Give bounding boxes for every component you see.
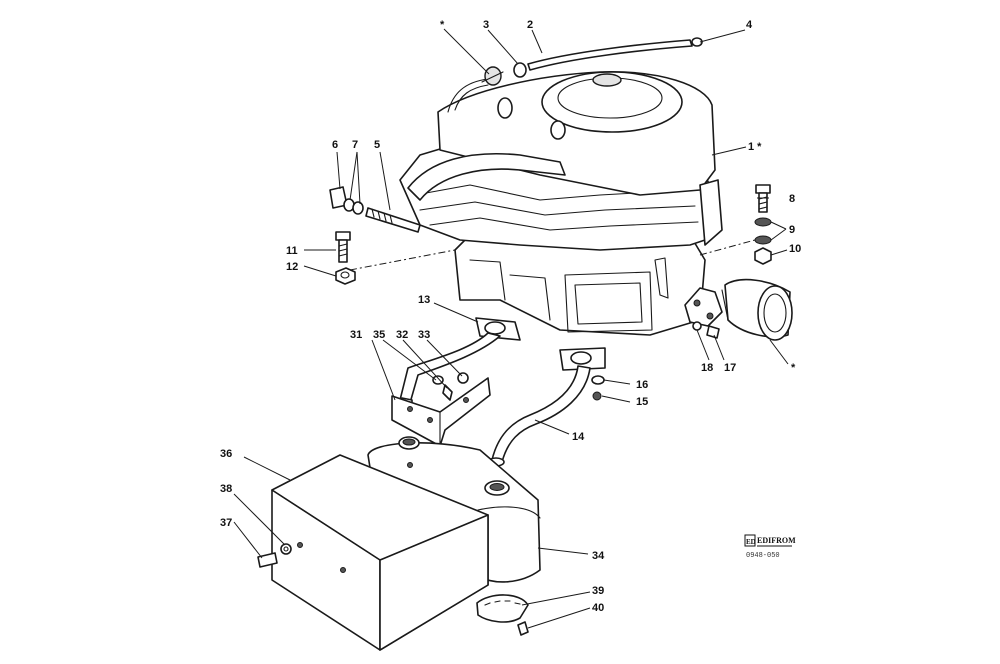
callout-31: 31 [350,329,362,341]
exhaust-clamp [476,594,529,636]
callout-11: 11 [286,245,298,257]
callout-9: 9 [789,224,795,236]
callout-40: 40 [592,602,604,614]
callout-1-star: 1 * [748,141,762,153]
publisher-code: 0948-050 [746,552,780,560]
callout-7: 7 [352,139,358,151]
callout-star-top: * [440,19,445,31]
callout-labels: * 3 2 4 1 * 6 7 5 8 9 10 11 12 13 31 35 … [220,19,801,614]
callout-14: 14 [572,431,585,443]
callout-4: 4 [746,19,753,31]
callout-star-filter: * [791,362,796,374]
callout-34: 34 [592,550,605,562]
callout-16: 16 [636,379,648,391]
exhaust-pipe-right [487,347,606,467]
alignment-lines [349,239,756,271]
callout-8: 8 [789,193,795,205]
callout-18: 18 [701,362,713,374]
publisher-logo: ED EDIFROM 0948-050 [744,534,796,560]
callout-17: 17 [724,362,736,374]
fuel-line [527,37,703,71]
callout-38: 38 [220,483,232,495]
callout-15: 15 [636,396,648,408]
callout-12: 12 [286,261,298,273]
bolt-and-nut-left [335,231,356,285]
hose-clamp [481,62,527,86]
engine-block [399,71,723,336]
callout-3: 3 [483,19,489,31]
publisher-name: EDIFROM [757,536,796,545]
callout-35: 35 [373,329,385,341]
stud-and-nut-set [329,186,421,233]
bolt-and-nut-right [754,184,772,265]
leader-lines [233,28,789,629]
callout-10: 10 [789,243,801,255]
callout-5: 5 [374,139,380,151]
callout-37: 37 [220,517,232,529]
callout-6: 6 [332,139,338,151]
muffler-bracket [391,372,491,447]
callout-32: 32 [396,329,408,341]
heat-shield [271,454,489,651]
callout-39: 39 [592,585,604,597]
callout-2: 2 [527,19,533,31]
oil-filter-assembly [684,278,793,341]
callout-33: 33 [418,329,430,341]
callout-36: 36 [220,448,232,460]
callout-13: 13 [418,294,430,306]
publisher-mark: ED [746,538,756,546]
shield-screw [257,543,292,568]
